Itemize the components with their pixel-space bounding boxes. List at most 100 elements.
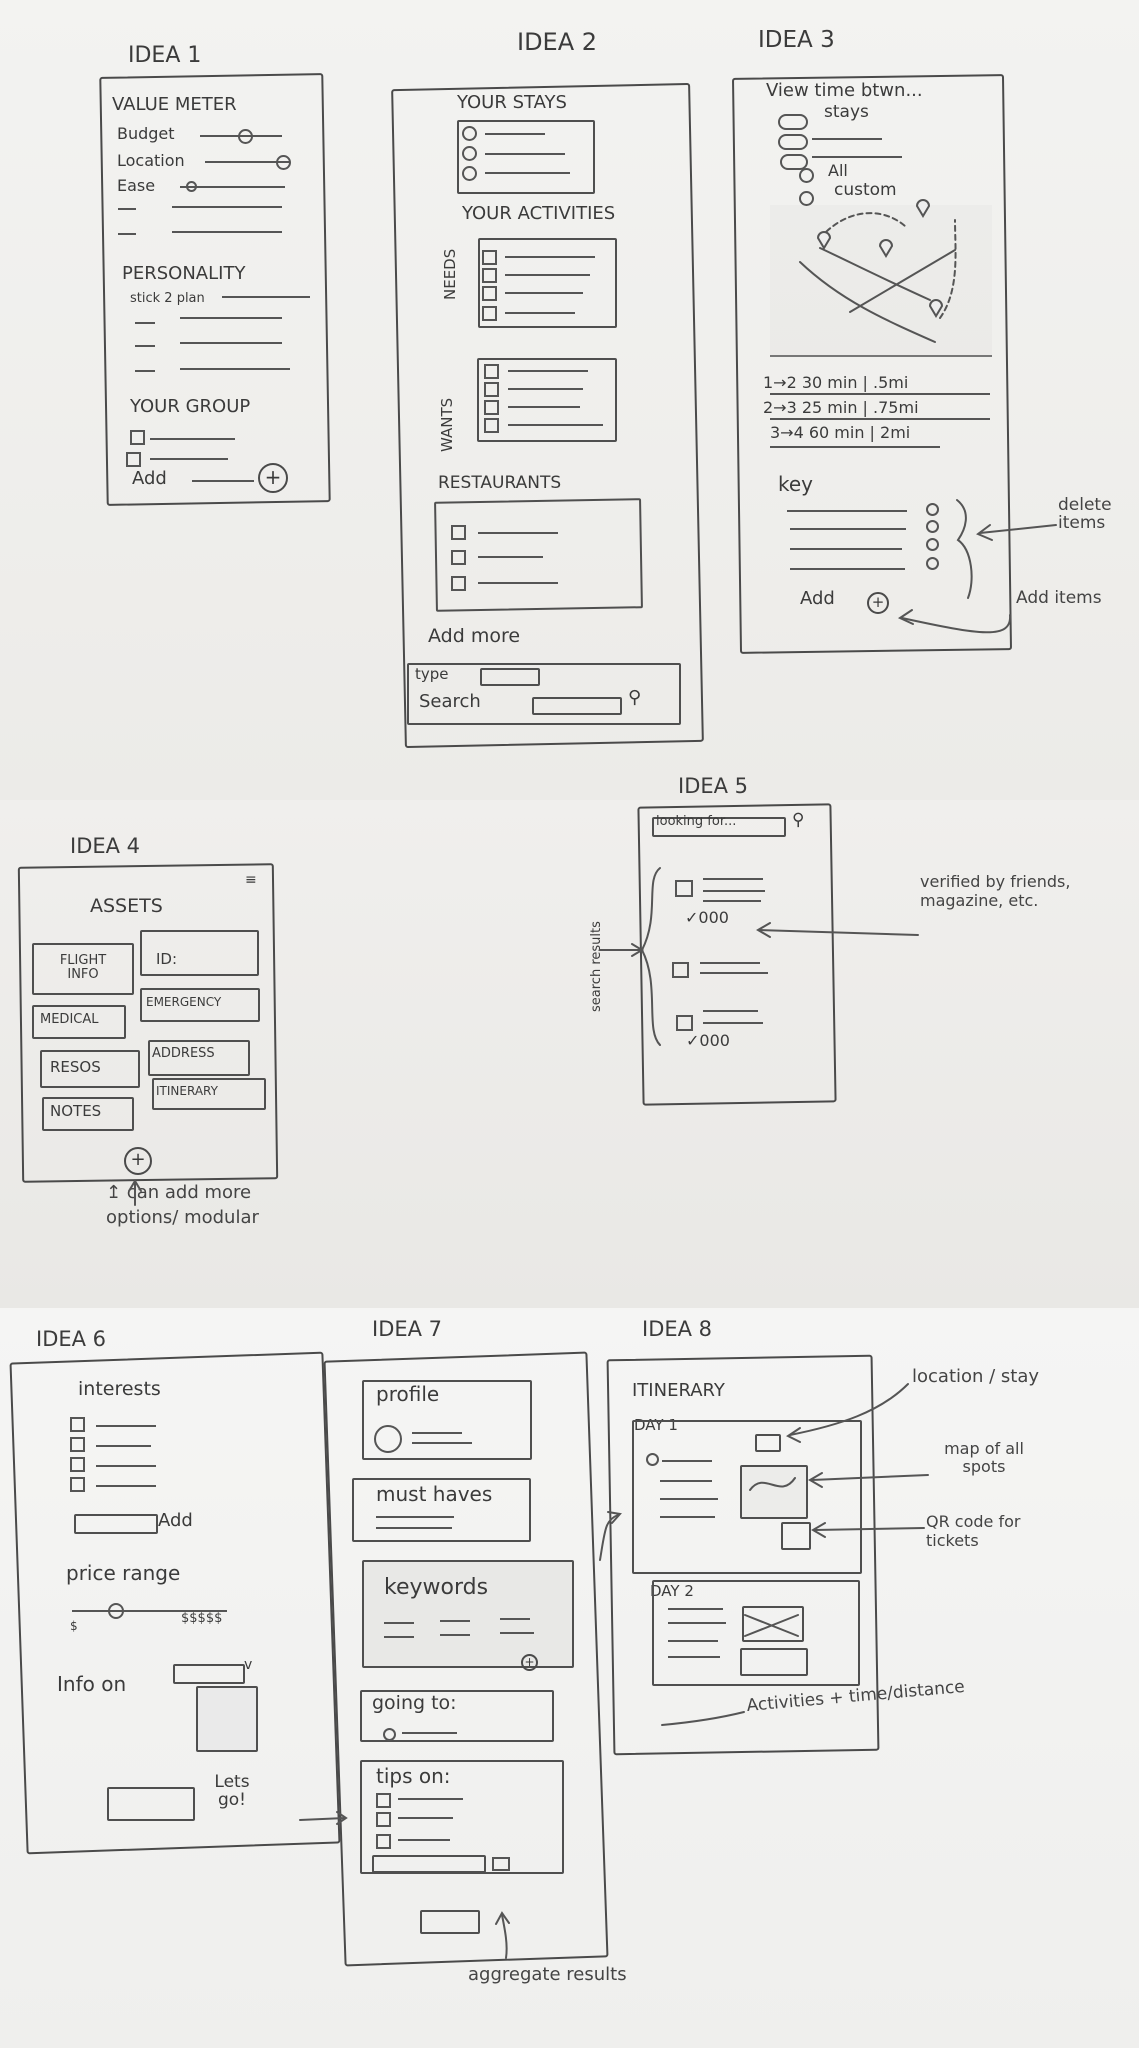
day-2-card[interactable] — [652, 1580, 860, 1686]
needs-checkbox[interactable] — [482, 250, 497, 265]
tips-input[interactable] — [372, 1855, 486, 1873]
keyword-chip[interactable] — [440, 1634, 470, 1636]
option-line — [812, 156, 902, 158]
tile-flight-info[interactable] — [32, 943, 134, 995]
map-thumbnail[interactable] — [742, 1606, 804, 1642]
keyword-chip[interactable] — [500, 1618, 530, 1620]
result-thumbnail[interactable] — [672, 962, 689, 978]
tile-resos[interactable] — [40, 1050, 140, 1088]
location-stay-icon[interactable] — [755, 1434, 781, 1452]
search-input[interactable] — [532, 697, 622, 715]
tip-checkbox[interactable] — [376, 1834, 391, 1849]
wants-checkbox[interactable] — [484, 382, 499, 397]
restaurant-checkbox[interactable] — [451, 550, 466, 565]
tip-checkbox[interactable] — [376, 1812, 391, 1827]
slider-track[interactable] — [180, 368, 290, 370]
interest-checkbox[interactable] — [70, 1417, 85, 1432]
slider-track[interactable] — [172, 206, 282, 208]
qr-code-icon[interactable] — [781, 1522, 811, 1550]
search-icon[interactable]: ⚲ — [628, 687, 642, 708]
day-1-card[interactable] — [632, 1420, 862, 1574]
option-all-radio[interactable] — [799, 168, 814, 183]
wants-checkbox[interactable] — [484, 418, 499, 433]
search-input[interactable] — [652, 817, 786, 837]
stay-1-radio[interactable] — [462, 126, 477, 141]
slider-handle-location[interactable] — [276, 155, 291, 170]
note-modular: ↥ can add more options/ modular — [106, 1182, 259, 1229]
option-all-label: All — [828, 161, 848, 180]
stay-3-radio[interactable] — [462, 166, 477, 181]
map-thumbnail[interactable] — [740, 1648, 808, 1676]
keyword-chip[interactable] — [500, 1632, 534, 1634]
profile-card[interactable] — [362, 1380, 532, 1460]
slider-track[interactable] — [180, 342, 282, 344]
tile-address[interactable] — [148, 1040, 250, 1076]
map-thumbnail[interactable] — [740, 1465, 808, 1519]
option-radio[interactable] — [778, 114, 808, 130]
price-range-track[interactable] — [72, 1610, 227, 1612]
slider-track[interactable] — [172, 231, 282, 233]
tile-medical[interactable] — [32, 1005, 126, 1039]
key-add-button[interactable]: + — [867, 592, 889, 614]
slider-handle-ease[interactable] — [186, 181, 197, 192]
tips-submit-button[interactable] — [492, 1857, 510, 1871]
keyword-chip[interactable] — [384, 1622, 414, 1624]
map-view[interactable] — [770, 205, 992, 357]
wants-checkbox[interactable] — [484, 400, 499, 415]
keyword-chip[interactable] — [384, 1636, 414, 1638]
option-radio[interactable] — [778, 134, 808, 150]
stay-2-radio[interactable] — [462, 146, 477, 161]
option-radio[interactable] — [780, 154, 808, 170]
slider-track[interactable] — [180, 317, 282, 319]
slider-track-location[interactable] — [205, 161, 290, 163]
restaurant-checkbox[interactable] — [451, 525, 466, 540]
add-interest-input[interactable] — [74, 1514, 158, 1534]
needs-checkbox[interactable] — [482, 286, 497, 301]
must-haves-card[interactable] — [352, 1478, 531, 1542]
tile-itinerary[interactable] — [152, 1078, 266, 1110]
delete-item-icon[interactable] — [926, 538, 939, 551]
needs-checkbox[interactable] — [482, 268, 497, 283]
search-icon[interactable]: ⚲ — [792, 810, 805, 830]
interest-checkbox[interactable] — [70, 1437, 85, 1452]
delete-item-icon[interactable] — [926, 557, 939, 570]
add-keyword-button[interactable]: + — [521, 1654, 538, 1671]
sketch-sheet-middle — [0, 800, 1139, 1308]
aggregate-button[interactable] — [420, 1910, 480, 1934]
price-range-handle[interactable] — [108, 1603, 124, 1619]
result-thumbnail[interactable] — [675, 880, 693, 897]
tile-emergency[interactable] — [140, 988, 260, 1022]
info-on-dropdown[interactable] — [173, 1664, 245, 1684]
delete-item-icon[interactable] — [926, 520, 939, 533]
interest-checkbox[interactable] — [70, 1477, 85, 1492]
profile-line — [412, 1432, 462, 1434]
delete-item-icon[interactable] — [926, 503, 939, 516]
interest-checkbox[interactable] — [70, 1457, 85, 1472]
needs-checkbox[interactable] — [482, 306, 497, 321]
group-member-checkbox[interactable] — [126, 452, 141, 467]
option-custom-radio[interactable] — [799, 191, 814, 206]
result-thumbnail[interactable] — [676, 1015, 693, 1031]
keyword-chip[interactable] — [440, 1620, 470, 1622]
tile-notes[interactable] — [42, 1097, 134, 1131]
chevron-down-icon[interactable]: v — [244, 1657, 253, 1673]
add-group-button[interactable]: + — [258, 463, 288, 493]
slider-track-stick[interactable] — [222, 296, 310, 298]
tips-on-card[interactable] — [360, 1760, 564, 1874]
tile-id[interactable] — [140, 930, 259, 976]
activity-line — [668, 1656, 720, 1658]
tip-checkbox[interactable] — [376, 1793, 391, 1808]
restaurant-line — [478, 532, 558, 534]
lets-go-button[interactable] — [107, 1787, 195, 1821]
group-member-checkbox[interactable] — [130, 430, 145, 445]
type-dropdown[interactable] — [480, 668, 540, 686]
going-to-card[interactable] — [360, 1690, 554, 1742]
info-on-options-list[interactable] — [196, 1686, 258, 1752]
add-asset-button[interactable]: + — [124, 1147, 152, 1175]
hamburger-menu-icon[interactable]: ≡ — [245, 872, 257, 888]
wants-checkbox[interactable] — [484, 364, 499, 379]
keywords-card[interactable] — [362, 1560, 574, 1668]
slider-track-ease[interactable] — [180, 186, 285, 188]
slider-handle-budget[interactable] — [238, 129, 253, 144]
restaurant-checkbox[interactable] — [451, 576, 466, 591]
